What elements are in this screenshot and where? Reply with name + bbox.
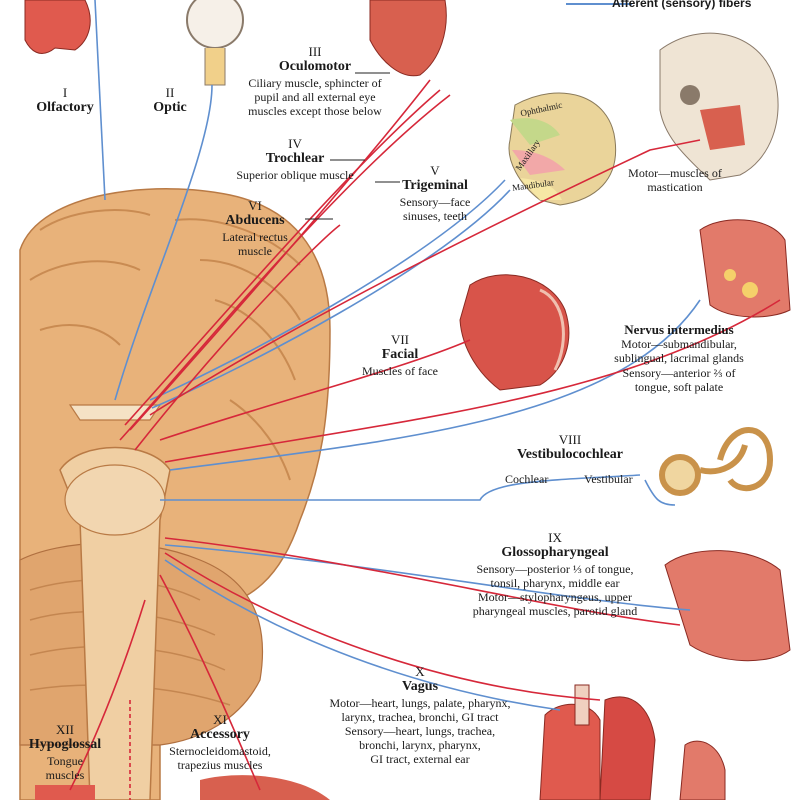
nerve-desc: bronchi, larynx, pharynx, xyxy=(359,738,481,753)
nerve-desc: Sternocleidomastoid, xyxy=(169,743,271,758)
vagus-motor-fiber xyxy=(164,552,601,701)
nerve-desc: trapezius muscles xyxy=(177,758,263,772)
nerve-desc: mastication xyxy=(647,180,703,195)
nerve-desc: Motor—heart, lungs, palate, pharynx, xyxy=(329,695,511,710)
nerve-desc: tongue, soft palate xyxy=(634,379,724,394)
intermedius-sensory-fiber xyxy=(169,299,701,471)
nerve-label-trigeminal: V Trigeminal Sensory—face sinuses, teeth xyxy=(380,163,490,223)
nerve-desc: sublingual, lacrimal glands xyxy=(614,351,744,366)
nerve-desc: tonsil, pharynx, middle ear xyxy=(490,576,620,590)
nerve-number: XII xyxy=(55,722,75,737)
nerve-desc: Motor—submandibular, xyxy=(621,337,737,352)
nerve-desc: sinuses, teeth xyxy=(403,209,467,223)
nerve-label-hypoglossal: XII Hypoglossal Tongue muscles xyxy=(10,722,120,782)
nerve-name: Trochlear xyxy=(265,151,325,167)
nerve-name: Abducens xyxy=(225,213,285,229)
nerve-label-facial: VII Facial Muscles of face xyxy=(345,332,455,378)
nerve-name: Facial xyxy=(381,347,419,363)
nerve-number: III xyxy=(308,44,322,59)
nerve-desc: Tongue xyxy=(47,753,83,768)
nerve-desc: Motor—muscles of xyxy=(628,166,722,180)
nerve-name: Nervus intermedius xyxy=(624,322,734,337)
nerve-number: IX xyxy=(548,530,562,545)
nerve-name: Glossopharyngeal xyxy=(501,545,609,561)
nerve-number: I xyxy=(62,85,68,100)
nerve-number: V xyxy=(430,163,440,178)
nerve-name: Vestibulocochlear xyxy=(516,447,624,463)
nerve-desc: GI tract, external ear xyxy=(370,752,470,767)
nerve-desc: muscles except those below xyxy=(248,104,382,119)
olfactory-fiber xyxy=(94,0,106,201)
nerve-desc: larynx, trachea, bronchi, GI tract xyxy=(341,710,499,724)
vestibular-label: Vestibular xyxy=(584,472,633,486)
head-illustrations xyxy=(24,0,791,800)
nerve-desc: Lateral rectus xyxy=(222,229,288,244)
trigeminal-motor-label: Motor—muscles of mastication xyxy=(610,166,740,194)
nerve-desc: Sensory—face xyxy=(399,194,471,209)
nerve-name: Oculomotor xyxy=(278,59,352,75)
hypoglossal-fiber xyxy=(69,599,146,791)
nerve-desc: Sensory—anterior ⅔ of xyxy=(622,365,736,380)
nerve-desc: Superior oblique muscle xyxy=(236,167,354,182)
nerve-number: VIII xyxy=(558,432,582,447)
nerve-label-glossopharyngeal: IX Glossopharyngeal Sensory—posterior ⅓ … xyxy=(445,530,665,618)
nerve-number: IV xyxy=(288,136,302,151)
brain xyxy=(19,188,331,800)
legend-afferent: Afferent (sensory) fibers xyxy=(612,0,752,10)
vestibulocochlear-fiber xyxy=(160,474,641,501)
nerve-label-intermedius: Nervus intermedius Motor—submandibular, … xyxy=(584,322,774,394)
glossopharyngeal-sensory-fiber xyxy=(164,544,691,611)
nerve-desc: Ciliary muscle, sphincter of xyxy=(248,75,382,90)
nerve-desc: Sensory—posterior ⅓ of tongue, xyxy=(476,561,634,576)
vagus-sensory-fiber xyxy=(164,559,561,711)
facial-fiber xyxy=(159,339,471,441)
abducens-fiber xyxy=(134,224,341,451)
nerve-desc: muscles xyxy=(45,768,85,782)
nerve-desc: Sensory—heart, lungs, trachea, xyxy=(344,724,496,739)
nerve-name: Vagus xyxy=(401,679,439,695)
intermedius-motor-fiber xyxy=(164,299,781,463)
nerve-pathways xyxy=(69,0,781,800)
nerve-number: VI xyxy=(248,198,262,213)
nerve-name: Hypoglossal xyxy=(28,737,102,753)
nerve-desc: Muscles of face xyxy=(362,363,438,378)
nerve-number: XI xyxy=(213,712,227,727)
nerve-number: X xyxy=(415,664,425,679)
nerve-name: Optic xyxy=(153,100,187,116)
nerve-label-trochlear: IV Trochlear Superior oblique muscle xyxy=(215,136,375,182)
trigeminal-motor-fiber xyxy=(149,139,701,416)
nerve-number: II xyxy=(165,85,175,100)
nerve-desc: Motor—stylopharyngeus, upper xyxy=(478,590,632,605)
nerve-desc: pharyngeal muscles, parotid gland xyxy=(472,604,638,619)
nerve-label-vagus: X Vagus Motor—heart, lungs, palate, phar… xyxy=(300,664,540,767)
nerve-desc: muscle xyxy=(238,244,272,258)
cochlear-label: Cochlear xyxy=(505,472,549,486)
accessory-fiber xyxy=(159,574,261,791)
nerve-name: Accessory xyxy=(190,727,250,743)
nerve-name: Olfactory xyxy=(36,100,94,116)
nerve-desc: pupil and all external eye xyxy=(254,90,376,104)
nerve-label-optic: II Optic xyxy=(130,85,210,117)
trochlear-fiber xyxy=(119,94,451,441)
nerve-label-oculomotor: III Oculomotor Ciliary muscle, sphincter… xyxy=(225,44,405,118)
nerve-number: VII xyxy=(390,332,410,347)
nerve-label-vestibulocochlear: VIII Vestibulocochlear xyxy=(490,432,650,464)
glossopharyngeal-motor-fiber xyxy=(164,537,681,626)
nerve-label-abducens: VI Abducens Lateral rectus muscle xyxy=(205,198,305,258)
nerve-label-accessory: XI Accessory Sternocleidomastoid, trapez… xyxy=(160,712,280,772)
nerve-label-olfactory: I Olfactory xyxy=(15,85,115,117)
optic-fiber xyxy=(114,84,213,401)
nerve-name: Trigeminal xyxy=(402,178,468,194)
